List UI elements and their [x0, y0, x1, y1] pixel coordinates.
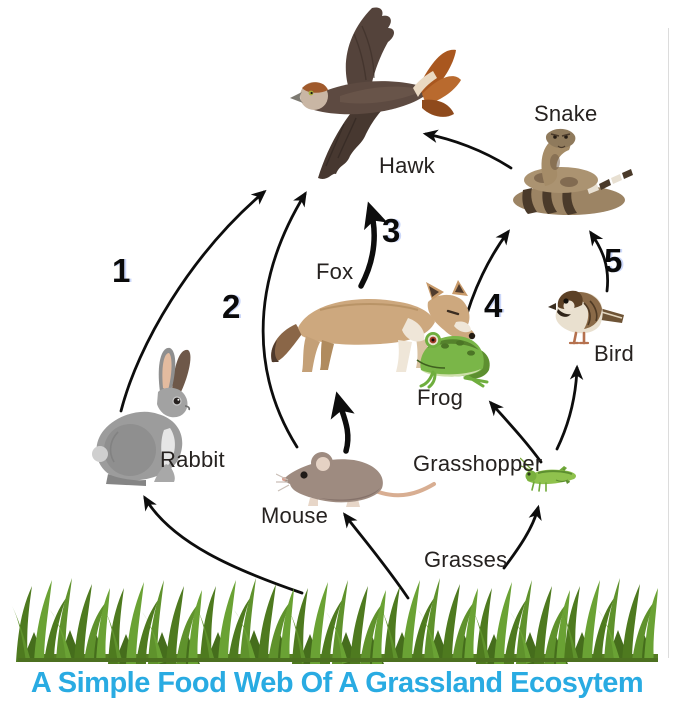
snake-image [513, 128, 633, 215]
page-edge-line [668, 28, 669, 658]
arrow-grasses-to-rabbit [143, 495, 304, 595]
node-frog [413, 326, 497, 390]
arrow-number-3: 3 [382, 212, 401, 249]
mouse-image [276, 452, 436, 507]
grass-band-image [12, 578, 658, 664]
node-hawk [280, 4, 465, 186]
fox-image [271, 280, 476, 372]
arrow-number-1: 1 [112, 252, 131, 289]
arrow-number-4: 4 [484, 287, 503, 324]
grasses-label: Grasses [424, 547, 508, 572]
node-bird [546, 281, 628, 347]
bird-image [548, 290, 624, 345]
fox-label: Fox [316, 259, 354, 284]
node-snake [503, 126, 641, 218]
node-fox [260, 280, 478, 380]
mouse-label: Mouse [261, 503, 329, 528]
arrow-snake-to-hawk [422, 129, 513, 170]
diagram-title: A Simple Food Web Of A Grassland Ecosyte… [30, 667, 644, 699]
arrow-grasshopper-to-frog [488, 400, 543, 464]
hawk-label: Hawk [379, 153, 435, 178]
node-mouse [276, 448, 438, 508]
arrow-number-5: 5 [604, 242, 623, 279]
rabbit-image [92, 347, 191, 486]
arrow-number-2: 2 [222, 288, 241, 325]
grasshopper-label: Grasshopper [413, 451, 543, 476]
bird-label: Bird [594, 341, 634, 366]
node-grasses [0, 570, 674, 665]
frog-image [416, 332, 490, 389]
node-rabbit [84, 344, 226, 488]
frog-label: Frog [417, 385, 464, 410]
node-grasshopper [520, 456, 582, 496]
arrow-fox-to-hawk [358, 201, 388, 289]
arrow-mouse-to-hawk [261, 191, 307, 449]
arrow-mouse-to-fox [330, 391, 355, 454]
rabbit-label: Rabbit [160, 447, 225, 472]
arrow-rabbit-to-hawk [119, 189, 267, 413]
arrow-bird-to-snake [589, 230, 610, 293]
hawk-image [290, 7, 461, 179]
arrow-grasshopper-to-bird [555, 364, 584, 451]
snake-label: Snake [534, 101, 598, 126]
grasshopper-image [520, 457, 576, 492]
arrow-grasses-to-grasshopper [502, 504, 542, 570]
